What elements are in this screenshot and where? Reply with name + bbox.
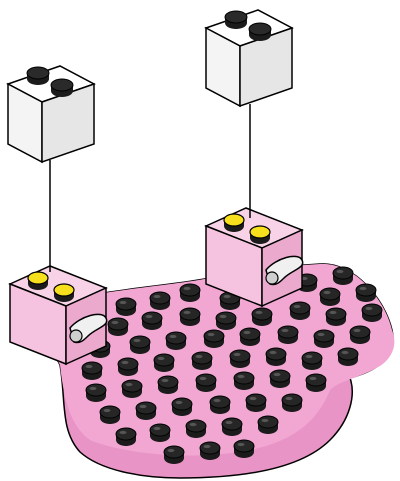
pink-brick-left — [10, 266, 107, 364]
white-brick-right — [206, 10, 292, 106]
white-brick-left — [8, 66, 94, 162]
